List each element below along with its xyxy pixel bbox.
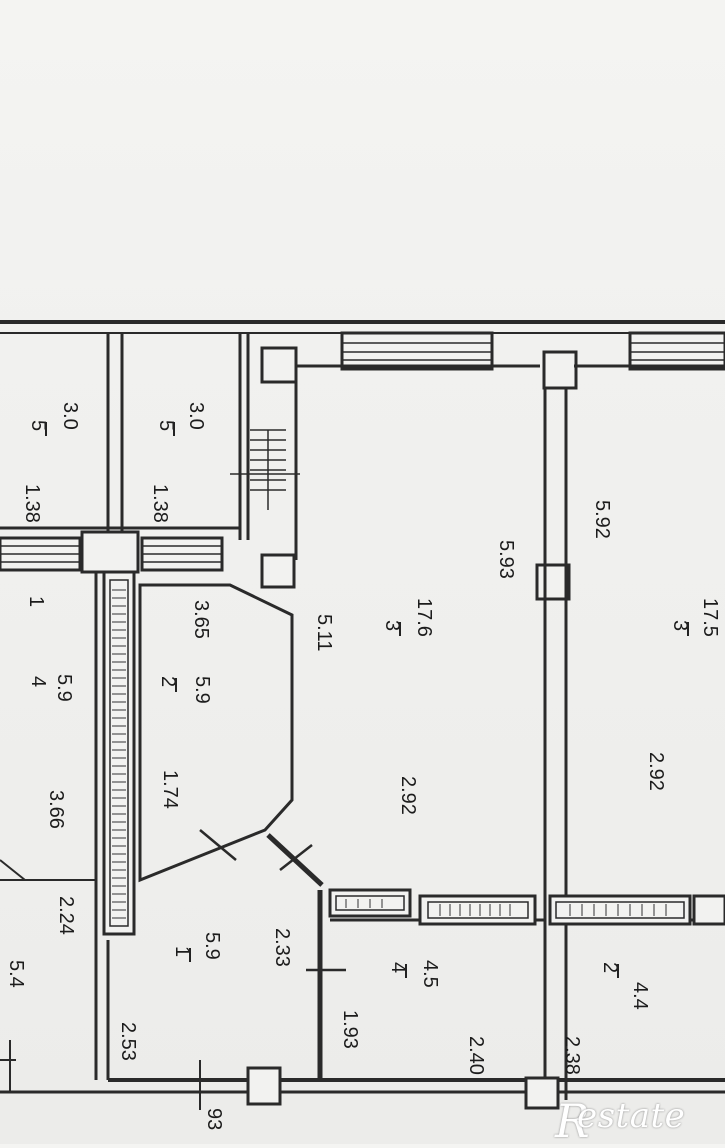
label-dimension: 2.92 — [645, 752, 667, 791]
label-dimension: 1.74 — [159, 770, 181, 809]
label-area: 4.5 — [419, 960, 441, 988]
label-area: 3.0 — [59, 402, 81, 430]
label-area: 3.0 — [185, 402, 207, 430]
label-dimension: 2.53 — [117, 1022, 139, 1061]
label-dimension: 1.38 — [149, 484, 171, 523]
label-room-number: 3 — [381, 620, 403, 631]
label-dimension: 5.92 — [591, 500, 613, 539]
label-dimension: 5.4 — [5, 960, 27, 988]
label-dimension: 2.38 — [561, 1036, 583, 1075]
walls — [0, 320, 725, 1110]
label-room-number: 2 — [157, 676, 179, 687]
radiator-hatching — [112, 589, 667, 919]
label-room-number: 4 — [27, 676, 49, 687]
label-dimension: 93 — [203, 1108, 225, 1130]
watermark-initial: R — [555, 1094, 590, 1148]
dimension-labels: 5 3.0 1.38 5 3.0 1.38 1 4 5.9 3.66 5.4 2… — [5, 402, 721, 1130]
label-area: 5.9 — [201, 932, 223, 960]
label-room-number: 1 — [25, 596, 47, 607]
label-dimension: 2.92 — [397, 776, 419, 815]
label-room-number: 2 — [599, 962, 621, 973]
label-room-number: 5 — [155, 420, 177, 431]
label-dimension: 2.33 — [271, 928, 293, 967]
label-room-number: 5 — [27, 420, 49, 431]
label-area: 17.6 — [413, 598, 435, 637]
label-room-number: 4 — [387, 962, 409, 973]
watermark-text: estate — [577, 1096, 686, 1136]
label-dimension: 3.66 — [45, 790, 67, 829]
label-dimension: 2.24 — [55, 896, 77, 935]
label-area: 4.4 — [629, 982, 651, 1010]
label-dimension: 2.40 — [465, 1036, 487, 1075]
label-area: 5.9 — [191, 676, 213, 704]
label-room-number: 3 — [669, 620, 691, 631]
restate-watermark: R estate — [555, 1094, 725, 1148]
label-room-number: 1 — [171, 946, 193, 957]
label-dimension: 3.65 — [190, 600, 212, 639]
label-dimension: 5.11 — [313, 614, 335, 651]
label-dimension: 1.93 — [339, 1010, 361, 1049]
label-dimension: 1.38 — [21, 484, 43, 523]
label-area: 17.5 — [699, 598, 721, 637]
label-dimension: 5.93 — [495, 540, 517, 579]
label-area: 5.9 — [53, 674, 75, 702]
